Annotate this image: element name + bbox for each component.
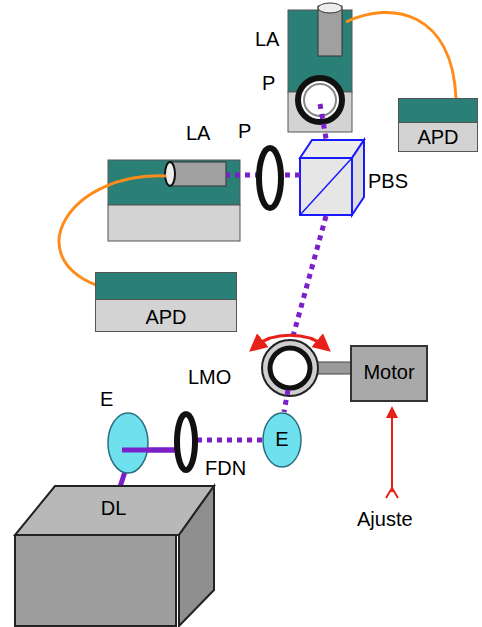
detector-box: APD [398,98,478,152]
cube-side [179,486,214,626]
rotation-arrow [256,335,324,346]
beam [196,438,262,443]
lmo-mount [262,340,318,396]
laser-beam [122,448,180,453]
pbs-side [352,140,364,215]
cube-front [15,535,176,626]
pbs-diagonal [300,158,352,215]
part-label: E [100,388,113,411]
box-face [96,300,237,332]
adjust-arrow-tail [386,488,398,498]
lmo-ring [270,348,310,388]
adjust-arrow [391,412,393,492]
motor-box: Motor [350,345,428,402]
lens-end [318,3,342,13]
part-label: LMO [188,366,231,389]
laser-diode-box: DL [12,485,215,627]
part-label: P [238,120,251,143]
node-label: APD [417,126,458,149]
fiber-cable [346,12,456,98]
box-outline [351,346,427,401]
box-top [399,99,478,123]
node-label: DL [101,497,127,520]
box-face [399,123,478,152]
mirror: E [262,412,302,468]
motor-shaft [316,362,352,374]
mirror-outline [263,413,301,467]
beam [292,216,326,340]
polarizer-inner [304,84,336,116]
box-top [96,273,237,300]
node-label: Motor [363,361,414,384]
node-label: APD [145,306,186,329]
part-label: LA [255,28,279,51]
node-label: E [275,428,288,451]
fiber-cable [59,176,166,285]
beam [284,390,288,412]
mount-top [108,160,240,205]
mount-face [108,205,240,241]
note-label: Ajuste [357,508,413,531]
part-label: PBS [368,170,408,193]
lens-end [165,162,175,186]
part-label: LA [186,122,210,145]
pbs-front [300,158,352,215]
part-label: FDN [205,457,246,480]
nd-filter [177,414,195,470]
lens-tube [170,162,226,186]
mirror [108,413,148,473]
detector-box: APD [95,272,237,332]
polarizer-ring [259,148,281,208]
part-label: P [262,72,275,95]
